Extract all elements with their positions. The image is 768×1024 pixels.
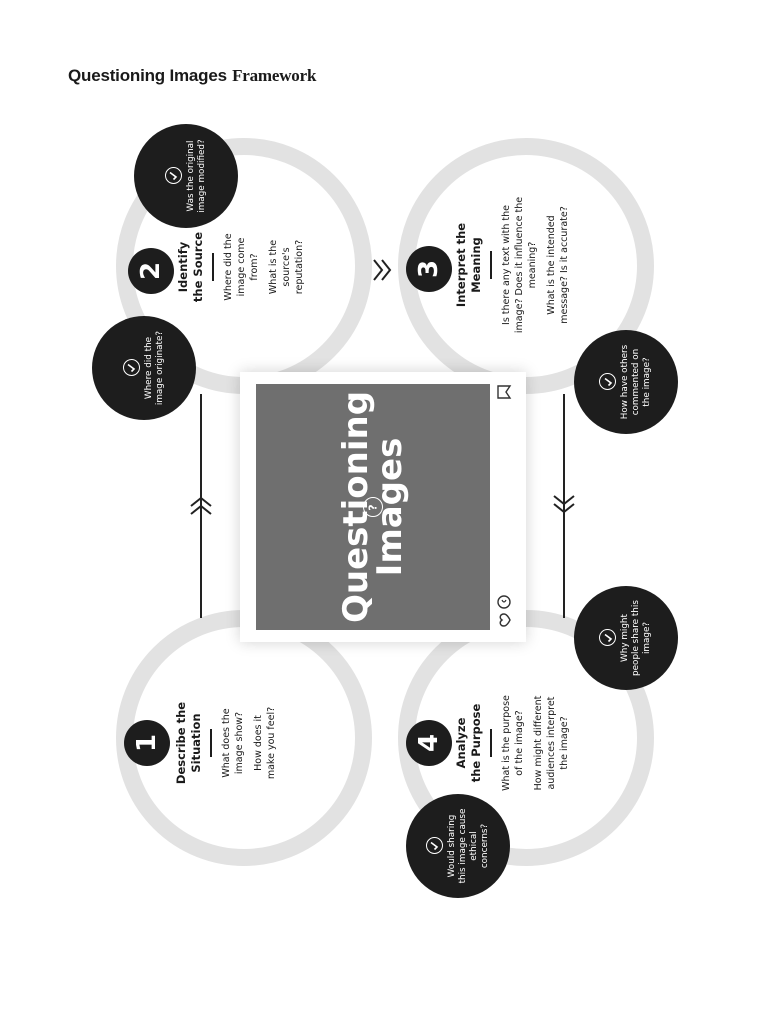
bookmark-icon: [497, 385, 512, 399]
check-icon: [425, 837, 443, 855]
step-1-number-badge: 1: [124, 720, 170, 766]
step-1-question: How does it make you feel?: [253, 706, 277, 780]
question-mark-icon: ?: [363, 497, 383, 517]
bubble-share: Why might people share this image?: [574, 586, 678, 690]
bubble-commented-text: How have others commented on the image?: [620, 344, 652, 420]
bubble-share-text: Why might people share this image?: [620, 600, 652, 676]
step-3-number-badge: 3: [406, 246, 452, 292]
page-title-main: Questioning Images: [68, 66, 227, 85]
double-chevron-arrow-icon: [373, 259, 392, 281]
page-title: Questioning Images Framework: [68, 66, 316, 86]
step-2-number-badge: 2: [128, 248, 174, 294]
bubble-ethical: Would sharing this image cause ethical c…: [406, 794, 510, 898]
step-2-question: What is the source's reputation?: [268, 239, 305, 295]
step-4-divider: [490, 729, 492, 757]
bubble-ethical-text: Would sharing this image cause ethical c…: [446, 808, 490, 884]
step-2-divider: [212, 253, 214, 281]
step-1-divider: [210, 729, 212, 757]
check-icon: [164, 167, 182, 185]
check-icon: [599, 629, 616, 647]
heart-icon: [499, 613, 511, 627]
connector-right: [563, 394, 565, 618]
double-chevron-arrow-icon: [553, 495, 575, 514]
step-4-number-badge: 4: [406, 720, 452, 766]
bubble-modified: Was the original image modified?: [134, 124, 238, 228]
step-3-divider: [490, 251, 492, 279]
bubble-originate-text: Where did the image originate?: [143, 330, 165, 406]
bubble-modified-text: Was the original image modified?: [185, 139, 207, 213]
check-icon: [122, 359, 140, 377]
step-3-question: What is the intended message? Is it accu…: [546, 206, 570, 324]
page-title-sub: Framework: [232, 66, 317, 85]
bubble-originate: Where did the image originate?: [92, 316, 196, 420]
step-1-question: What does the image show?: [221, 708, 245, 778]
step-3-question: Is there any text with the image? Does i…: [501, 196, 538, 334]
bubble-commented: How have others commented on the image?: [574, 330, 678, 434]
step-4-question: How might different audiences interpret …: [533, 695, 570, 791]
comment-icon: [497, 595, 511, 609]
double-chevron-arrow-icon: [190, 496, 212, 515]
check-icon: [599, 373, 616, 391]
